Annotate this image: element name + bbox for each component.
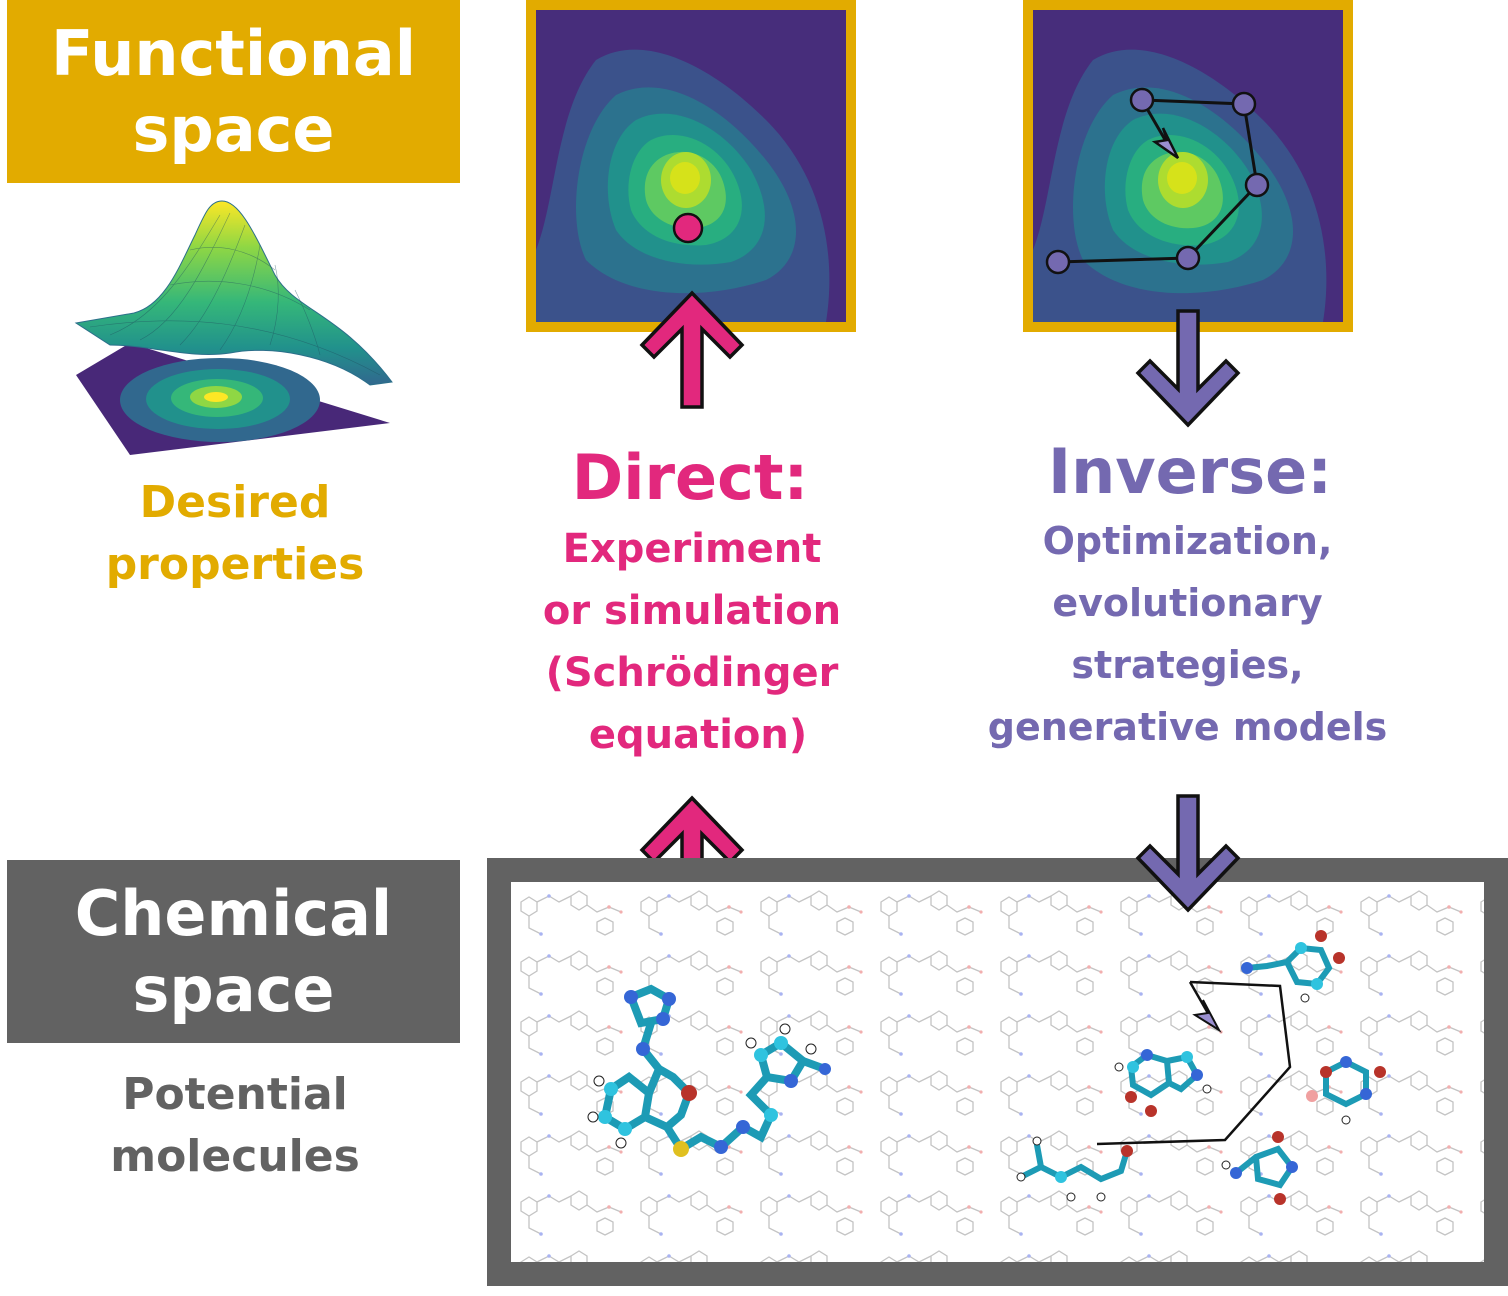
molecule-icon xyxy=(1114,1049,1212,1117)
molecule-icon xyxy=(1221,1131,1298,1205)
molecule-icon xyxy=(1241,930,1345,1003)
functional-space-title-line-1: Functional xyxy=(50,16,416,90)
desired-properties-line-2: properties xyxy=(105,539,365,590)
chemical-space-caption: Potential molecules xyxy=(60,1064,410,1188)
down-arrow-icon xyxy=(1135,309,1241,428)
surface-plot-icon xyxy=(74,200,393,455)
inverse-description: Optimization, evolutionary strategies, g… xyxy=(955,510,1420,758)
inverse-description-line-2: evolutionary xyxy=(1052,581,1323,625)
down-arrow-icon xyxy=(1135,794,1241,913)
up-arrow-icon xyxy=(639,290,745,409)
direct-description-line-4: equation) xyxy=(588,712,808,758)
molecule-icon xyxy=(1016,1136,1133,1202)
chemical-space-panel xyxy=(487,858,1508,1286)
molecule-icon xyxy=(1306,1056,1386,1125)
inverse-title: Inverse: xyxy=(1048,435,1332,508)
chemical-space-title-line-1: Chemical xyxy=(74,876,393,950)
chemical-space-box: Chemical space xyxy=(7,860,460,1043)
potential-molecules-line-2: molecules xyxy=(110,1131,360,1182)
inverse-path xyxy=(1096,980,1292,1146)
direct-contour-map xyxy=(526,0,856,332)
direct-description-line-2: or simulation xyxy=(542,588,842,634)
functional-space-title-line-2: space xyxy=(132,92,335,166)
chemical-space-inner xyxy=(511,882,1484,1262)
desired-properties-line-1: Desired xyxy=(139,477,331,528)
functional-space-caption: Desired properties xyxy=(60,472,410,596)
direct-title: Direct: xyxy=(571,441,809,514)
inverse-description-line-4: generative models xyxy=(987,705,1388,749)
inverse-contour-map xyxy=(1023,0,1353,332)
inverse-description-line-3: strategies, xyxy=(1071,643,1304,687)
direct-description-line-1: Experiment xyxy=(562,526,822,572)
direct-description-line-3: (Schrödinger xyxy=(545,650,839,696)
direct-description: Experiment or simulation (Schrödinger eq… xyxy=(512,518,872,766)
inverse-description-line-1: Optimization, xyxy=(1042,519,1333,563)
molecule-icon xyxy=(587,984,831,1157)
potential-molecules-line-1: Potential xyxy=(122,1069,348,1120)
chemical-space-title-line-2: space xyxy=(132,952,335,1026)
functional-space-box: Functional space xyxy=(7,0,460,183)
